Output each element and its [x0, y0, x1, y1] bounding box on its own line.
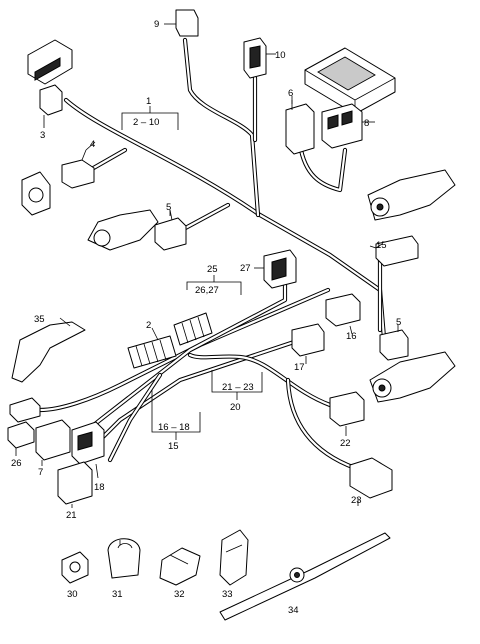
callout-4: 4: [90, 139, 95, 150]
callout-35: 35: [34, 314, 45, 325]
callout-15-lower: 15: [168, 441, 179, 452]
connector-part-3: [39, 84, 63, 126]
relay-module-top-left: [27, 39, 73, 85]
callout-25: 25: [207, 264, 218, 275]
callout-26-27: 26,27: [195, 285, 219, 296]
seat-motor-left: [21, 171, 51, 216]
callout-32: 32: [174, 589, 185, 600]
connector-block-part-8: [321, 103, 375, 149]
connector-part-5-left: [154, 209, 187, 251]
control-unit-top-right: [304, 47, 396, 115]
callout-6: 6: [288, 88, 293, 99]
callout-22: 22: [340, 438, 351, 449]
callout-3: 3: [40, 130, 45, 141]
callout-21-23: 21 – 23: [222, 382, 254, 393]
connector-part-22: [329, 391, 365, 436]
seat-motor-right-upper: [367, 169, 456, 221]
callout-1: 1: [146, 96, 151, 107]
callout-labels: 1 2 – 10 2 3 4 5 5 6 7 8 9 10 15 15 16 1…: [11, 19, 401, 616]
cable-tie-part-34: [219, 532, 391, 621]
connector-part-9: [164, 9, 199, 37]
clamp-part-31: [107, 538, 141, 579]
seat-motor-left-mid: [87, 209, 159, 251]
callout-33: 33: [222, 589, 233, 600]
callout-bracket-21-23: [211, 370, 263, 400]
connector-part-15-upper: [369, 235, 419, 267]
connector-part-17: [291, 323, 325, 364]
connector-part-23: [349, 457, 393, 506]
callout-30: 30: [67, 589, 78, 600]
lower-harness: [37, 282, 358, 471]
connector-part-6: [285, 100, 315, 155]
callout-27: 27: [240, 263, 251, 274]
callout-26: 26: [11, 458, 22, 469]
connector-part-16: [325, 293, 361, 335]
connector-part-4: [61, 149, 95, 189]
callout-18: 18: [94, 482, 105, 493]
callout-9: 9: [154, 19, 159, 30]
callout-7: 7: [38, 467, 43, 478]
callout-23: 23: [351, 495, 362, 506]
callout-2: 2: [146, 320, 151, 331]
connector-part-27: [256, 249, 297, 289]
callout-31: 31: [112, 589, 123, 600]
callout-5-left: 5: [166, 202, 171, 213]
callout-bracket-1: [121, 106, 179, 130]
callout-16: 16: [346, 331, 357, 342]
callout-20: 20: [230, 402, 241, 413]
callout-34: 34: [288, 605, 299, 616]
connector-part-7: [35, 419, 71, 466]
callout-8: 8: [364, 118, 369, 129]
callout-17: 17: [294, 362, 305, 373]
callout-bracket-16-18: [151, 390, 201, 440]
clip-part-30: [61, 551, 89, 584]
main-harness: [63, 37, 388, 353]
connector-part-18: [71, 421, 105, 479]
callout-bracket-25: [186, 275, 242, 295]
corrugated-tube-part-2: [127, 312, 213, 369]
bracket-part-35: [11, 317, 86, 383]
clip-part-32: [159, 547, 201, 586]
holder-part-33: [219, 529, 249, 586]
callout-10: 10: [275, 50, 286, 61]
callout-16-18: 16 – 18: [158, 422, 190, 433]
connector-part-5-right: [379, 325, 409, 361]
callout-5-right: 5: [396, 317, 401, 328]
connector-part-10: [243, 37, 276, 79]
leader-lines: [43, 96, 383, 545]
connector-part-26: [7, 397, 41, 456]
callout-21: 21: [66, 510, 77, 521]
connector-part-21: [57, 461, 93, 508]
callout-15-upper: 15: [376, 240, 387, 251]
callout-2-10: 2 – 10: [133, 117, 159, 128]
seat-motor-right-lower: [369, 351, 456, 403]
